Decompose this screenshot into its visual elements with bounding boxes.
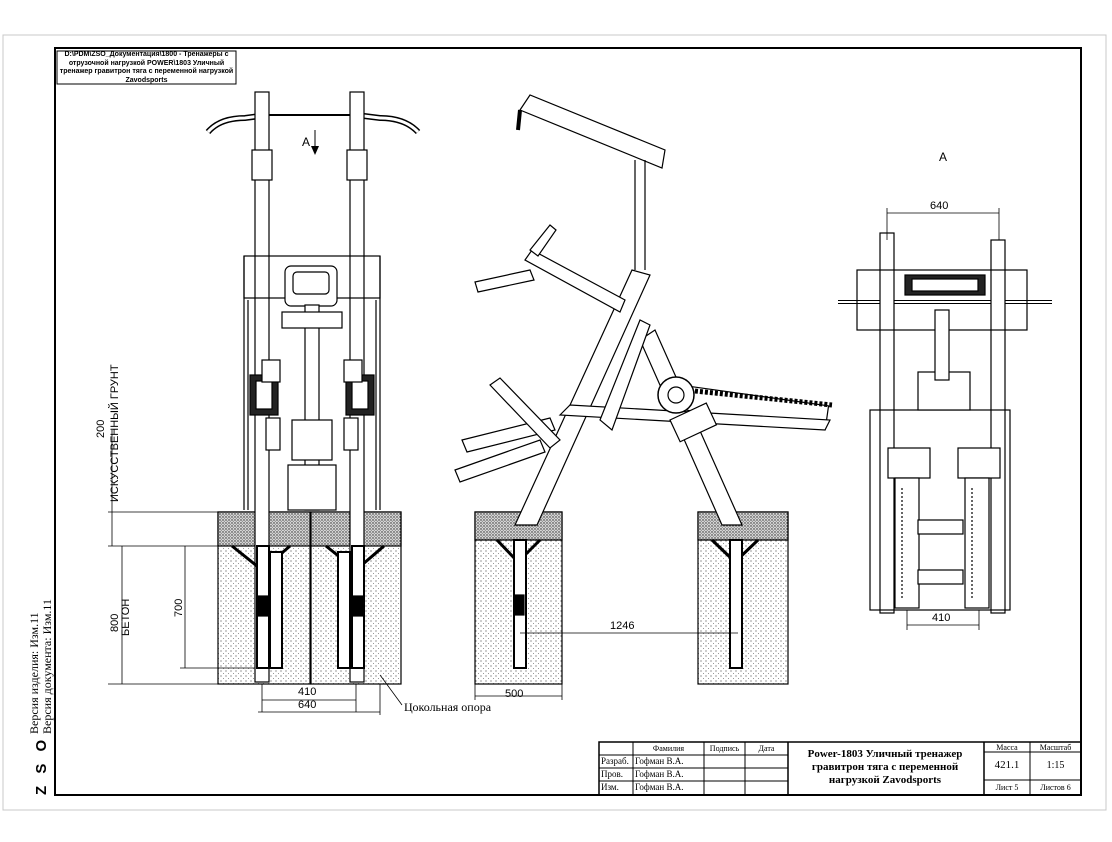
- dim-post-depth: 700: [173, 598, 185, 617]
- tb-scale-label: Масштаб: [1039, 743, 1072, 752]
- tb-role-checker: Пров.: [601, 769, 623, 779]
- title-block-frame: [598, 741, 1082, 796]
- label-artificial-ground: ИСКУССТВЕННЫЙ ГРУНТ: [109, 364, 121, 502]
- tb-col-surname: Фамилия: [652, 744, 685, 753]
- dim-base-spacing: 410: [298, 686, 317, 698]
- side-view: [454, 94, 833, 685]
- dim-bottom-width: 410: [932, 612, 951, 624]
- tb-name-developer: Гофман В.А.: [635, 756, 684, 766]
- dim-foundation-spacing: 1246: [610, 620, 635, 632]
- label-plinth-support: Цокольная опора: [404, 700, 492, 714]
- view-a-label: А: [939, 150, 948, 164]
- front-view-marker: А: [302, 135, 311, 149]
- tb-col-signature: Подпись: [709, 744, 740, 753]
- dim-ground-height: 200: [95, 419, 107, 438]
- dim-top-width: 640: [930, 200, 949, 212]
- dim-base-width: 640: [298, 699, 317, 711]
- side-dimensions: [474, 632, 738, 700]
- view-a-dimensions: [886, 208, 1000, 630]
- dim-foundation-width: 500: [505, 688, 524, 700]
- reference-path: D:\PDM\ZSO_Документация\1800 - Тренажеры…: [59, 51, 234, 84]
- label-concrete: БЕТОН: [120, 598, 132, 636]
- tb-mass-value: 421.1: [994, 759, 1020, 771]
- tb-sheets-total: Листов 6: [1040, 783, 1071, 792]
- tb-sheet: Лист 5: [995, 783, 1019, 792]
- tb-col-date: Дата: [758, 744, 775, 753]
- front-view: [205, 91, 421, 685]
- document-version: Версия документа: Изм.11: [40, 599, 54, 734]
- outer-trim-frame: [2, 34, 1107, 811]
- front-dimensions: [108, 430, 403, 715]
- view-a: [838, 232, 1052, 614]
- product-version: Версия изделия: Изм.11: [27, 612, 41, 734]
- tb-scale-value: 1:15: [1046, 760, 1065, 771]
- product-title: Power-1803 Уличный тренажер гравитрон тя…: [807, 748, 963, 786]
- tb-mass-label: Масса: [996, 743, 1018, 752]
- tb-role-developer: Разраб.: [601, 756, 629, 766]
- tb-name-checker: Гофман В.А.: [635, 769, 684, 779]
- tb-role-changes: Изм.: [601, 782, 619, 792]
- tb-name-changes: Гофман В.А.: [635, 782, 684, 792]
- reference-box-frame: [56, 50, 237, 85]
- zso-logo: Z S O: [33, 735, 50, 795]
